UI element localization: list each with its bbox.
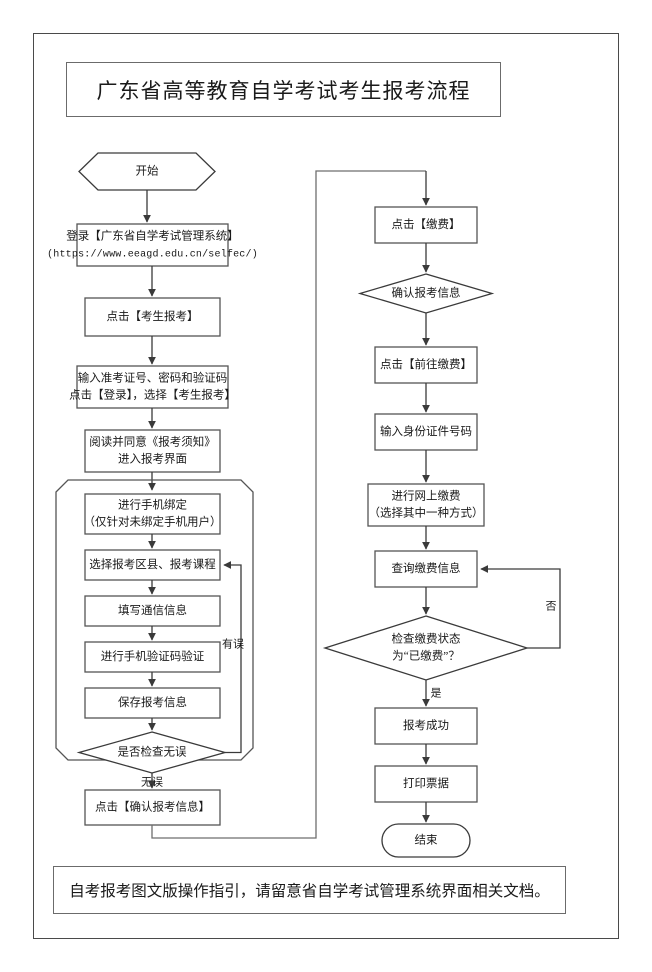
node-query-payment-info-label: 查询缴费信息 (392, 561, 461, 575)
node-enter-id-number-label: 输入身份证件号码 (380, 424, 472, 438)
node-confirm-registration-info-label: 确认报考信息 (392, 286, 461, 300)
node-read-notice-label-line2: 进入报考界面 (118, 452, 187, 466)
node-check-payment-status-label-line2: 为“已缴费”？ (392, 649, 460, 663)
node-select-district-course-label: 选择报考区县、报考课程 (89, 557, 216, 571)
node-online-payment-label-line1: 进行网上缴费 (392, 489, 461, 503)
edge-label-no-error: 无误 (141, 776, 163, 789)
node-bind-phone-label-line1: 进行手机绑定 (118, 498, 187, 512)
node-print-receipt-label: 打印票据 (403, 776, 449, 790)
edge-label-has-error: 有误 (222, 637, 244, 651)
node-bind-phone: 进行手机绑定 （仅针对未绑定手机用户） (84, 493, 222, 535)
node-go-to-payment: 点击【前往缴费】 (374, 346, 478, 384)
edge-label-payment-yes: 是 (431, 687, 442, 700)
connector-check-error-loop (223, 561, 242, 754)
node-query-payment-info: 查询缴费信息 (374, 550, 478, 588)
node-enter-credentials-label-line1: 输入准考证号、密码和验证码 (78, 371, 228, 385)
node-print-receipt: 打印票据 (374, 765, 478, 803)
node-registration-success: 报考成功 (374, 707, 478, 745)
node-confirm-registration-label: 点击【确认报考信息】 (95, 800, 210, 814)
document-title-banner: 广东省高等教育自学考试考生报考流程 (66, 62, 501, 117)
node-online-payment: 进行网上缴费 （选择其中一种方式） (367, 483, 485, 527)
node-login: 登录【广东省自学考试管理系统】 (https://www.eeagd.edu.c… (47, 223, 258, 267)
footer-note-banner: 自考报考图文版操作指引，请留意省自学考试管理系统界面相关文档。 (53, 866, 566, 914)
node-verify-sms-code-label: 进行手机验证码验证 (101, 649, 205, 663)
page-title: 广东省高等教育自学考试考生报考流程 (96, 78, 471, 103)
node-click-payment: 点击【缴费】 (374, 206, 478, 244)
node-fill-contact-info: 填写通信信息 (84, 595, 221, 627)
node-enter-credentials-label-line2: 点击【登录】，选择【考生报考】 (69, 388, 236, 402)
node-enter-id-number: 输入身份证件号码 (374, 413, 478, 451)
node-click-exam-registration-label: 点击【考生报考】 (107, 309, 199, 323)
node-start-label: 开始 (136, 164, 159, 178)
node-read-notice: 阅读并同意《报考须知》 进入报考界面 (84, 429, 221, 473)
node-click-exam-registration: 点击【考生报考】 (84, 297, 221, 337)
node-end: 结束 (381, 823, 471, 858)
node-login-label-line1: 登录【广东省自学考试管理系统】 (66, 229, 239, 243)
subprocess-group-container (55, 479, 254, 761)
node-check-payment-status: 检查缴费状态 为“已缴费”？ (322, 615, 530, 681)
footer-note-text: 自考报考图文版操作指引，请留意省自学考试管理系统界面相关文档。 (69, 883, 550, 900)
node-enter-credentials: 输入准考证号、密码和验证码 点击【登录】，选择【考生报考】 (69, 365, 236, 409)
node-read-notice-label-line1: 阅读并同意《报考须知》 (89, 435, 216, 449)
node-check-correct: 是否检查无误 (76, 731, 228, 774)
node-start: 开始 (78, 152, 216, 191)
node-bind-phone-label-line2: （仅针对未绑定手机用户） (84, 515, 222, 529)
node-online-payment-label-line2: （选择其中一种方式） (369, 506, 484, 520)
node-click-payment-label: 点击【缴费】 (392, 217, 461, 231)
node-end-label: 结束 (415, 834, 438, 847)
node-fill-contact-info-label: 填写通信信息 (118, 603, 187, 617)
node-go-to-payment-label: 点击【前往缴费】 (380, 357, 472, 371)
node-login-label-line2: (https://www.eeagd.edu.cn/selfec/) (47, 249, 258, 261)
node-check-correct-label: 是否检查无误 (118, 745, 187, 759)
connector-confirm-to-payment-column (151, 170, 426, 839)
node-select-district-course: 选择报考区县、报考课程 (84, 549, 221, 581)
node-check-payment-status-label-line1: 检查缴费状态 (392, 632, 461, 646)
node-confirm-registration-info: 确认报考信息 (357, 273, 495, 314)
node-save-registration: 保存报考信息 (84, 687, 221, 719)
node-verify-sms-code: 进行手机验证码验证 (84, 641, 221, 673)
node-confirm-registration: 点击【确认报考信息】 (84, 789, 221, 826)
edge-label-payment-no: 否 (546, 601, 557, 613)
connector-payment-no-loop (480, 565, 561, 649)
node-registration-success-label: 报考成功 (403, 718, 449, 732)
node-save-registration-label: 保存报考信息 (118, 695, 187, 709)
page-outer-border (33, 33, 619, 939)
